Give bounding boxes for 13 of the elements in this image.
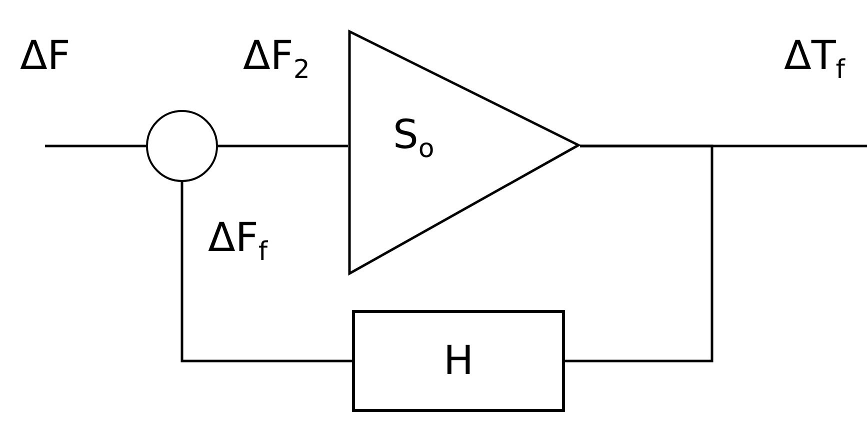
signal-line	[45, 144, 146, 148]
transfer-block	[352, 310, 565, 412]
summing-junction	[146, 110, 218, 182]
signal-label: ΔF$_{f}$	[208, 218, 268, 265]
amplifier-triangle	[348, 30, 580, 275]
signal-label: ΔF$_{2}$	[243, 36, 310, 83]
signal-label: ΔF	[20, 36, 70, 76]
signal-label: ΔT$_{f}$	[784, 36, 845, 83]
signal-line	[565, 144, 714, 362]
signal-line	[218, 144, 348, 148]
block-label: H	[443, 341, 474, 381]
signal-line	[180, 182, 352, 362]
block-label: S$_{o}$	[393, 115, 434, 162]
